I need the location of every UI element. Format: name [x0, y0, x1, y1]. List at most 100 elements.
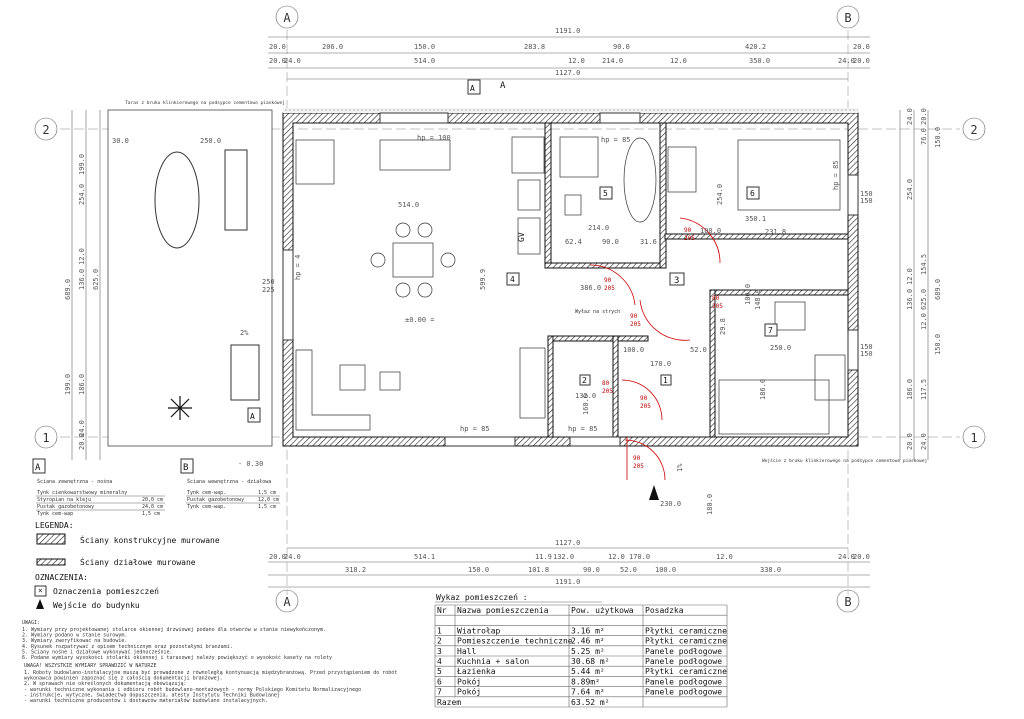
dimension-label: 225 [262, 286, 275, 294]
dimension-label: 186.0 [78, 374, 86, 395]
table-cell: Płytki ceramiczne [645, 667, 727, 676]
dimension-label: 20.0 [269, 553, 286, 561]
dimension-label: 30.0 [112, 137, 129, 145]
table-cell: 5 [437, 667, 442, 676]
note-item: 4. Rysunek rozpatrywać z opisem technicz… [22, 643, 233, 650]
dimension-label: 148.0 [754, 289, 762, 310]
table-cell: Panele podłogowe [645, 657, 722, 666]
dimension-label: 136.0 [906, 289, 914, 310]
dimension-label: B [183, 463, 188, 473]
dimension-label: 1127.0 [555, 69, 580, 77]
table-cell: 2.46 m² [571, 637, 605, 646]
dimension-label: Pustak gazobetonowy [187, 497, 244, 503]
dimension-label: 205 [633, 463, 644, 470]
axis-a-top: A [283, 11, 291, 25]
axis-markers: A B A B 2 2 1 1 [34, 5, 986, 613]
dimension-label: 199.0 [78, 154, 86, 175]
dimension-label: 100.0 [623, 346, 644, 354]
dimension-label: 24.0 [920, 433, 928, 450]
dimension-label: Tynk cem-wap [37, 511, 73, 517]
dimension-label: A [500, 81, 506, 91]
dimension-label: 90.0 [602, 238, 619, 246]
dimension-label: 214.0 [588, 224, 609, 232]
dimension-label: 24.0 [284, 553, 301, 561]
dimension-label: 154.5 [920, 254, 928, 275]
dimension-label: 136.0 [78, 269, 86, 290]
table-cell: 7.64 m² [571, 688, 605, 697]
dimension-label: 420.2 [745, 43, 766, 51]
furniture [295, 136, 846, 435]
dimension-label: 170.0 [629, 553, 650, 561]
dimension-label: 206.0 [322, 43, 343, 51]
dimension-label: 599.9 [479, 269, 487, 290]
dimension-label: Ściany konstrukcyjne murowane [80, 534, 220, 545]
dimension-label: 20.0 [920, 108, 928, 125]
dimension-label: 254.0 [78, 184, 86, 205]
table-header: Posadzka [645, 606, 684, 615]
dimension-label: 100.0 [655, 566, 676, 574]
dimension-label: 24.0 [906, 108, 914, 125]
dimension-label: Tynk cem-wap. [187, 490, 226, 496]
dimension-label: 90 [604, 277, 612, 284]
dimension-label: 20,0 cm [142, 497, 163, 503]
table-title: Wykaz pomieszczeń : [436, 593, 528, 602]
dimension-label: hp = 85 [460, 425, 490, 433]
dimension-label: 20.0 [78, 433, 86, 450]
table-cell: 3.16 m² [571, 626, 605, 635]
dimension-label: 24.0 [284, 57, 301, 65]
dimension-label: 230.0 [660, 500, 681, 508]
dimension-label: 150.0 [934, 127, 942, 148]
axis-a-bottom: A [283, 595, 291, 609]
dimension-label: 689.0 [64, 279, 72, 300]
entrance-icon [36, 599, 44, 609]
notes-title: UWAGI: [22, 620, 40, 626]
dimension-label: 150.0 [414, 43, 435, 51]
axis-b-top: B [844, 11, 851, 25]
dimension-label: hp = 100 [417, 134, 451, 142]
dimension-label: 205 [630, 321, 641, 328]
table-total-label: Razem [437, 698, 461, 707]
tree-icon [168, 396, 192, 420]
room-number-2: 2 [582, 376, 587, 385]
dimension-label: 186.0 [759, 379, 767, 400]
dimension-label: 20.0 [906, 433, 914, 450]
dimension-label: 90.0 [613, 43, 630, 51]
dimension-label: hp = 85 [601, 136, 631, 144]
entrance-arrow-icon [649, 485, 659, 500]
axis-2-right: 2 [970, 123, 977, 137]
dimension-label: Wyłaz na strych [575, 309, 620, 315]
dimension-label: 90 [640, 395, 648, 402]
table-cell: Łazienka [456, 667, 496, 676]
dimension-label: 76.0 [920, 128, 928, 145]
notes-title: UWAGA! WSZYSTKIE WYMIARY SPRAWDZIĆ W NAT… [24, 662, 156, 669]
dimension-label: 90 [630, 313, 638, 320]
dimension-label: 24.0 [838, 57, 855, 65]
dimension-label: hp = 4 [294, 255, 302, 280]
dimension-label: A [35, 463, 41, 473]
dimension-label: 52.0 [690, 346, 707, 354]
table-cell: Pomieszczenie techniczne [457, 637, 573, 646]
table-header: Nr [437, 606, 447, 615]
dimension-label: 250.0 [770, 344, 791, 352]
note-item: 1. Wymiary przy projektowanej stolarce o… [22, 626, 326, 633]
note-item: 2. Wymiary podano w stanie surowym. [22, 633, 127, 639]
table-cell: Pokój [457, 687, 481, 697]
dimension-label: 250.0 [200, 137, 221, 145]
dimension-label: 186.0 [906, 379, 914, 400]
note-item: - instrukcje, wytyczne, świadectwa dopus… [24, 691, 280, 698]
dimension-label: 12.0 [608, 553, 625, 561]
dimension-label: 689.0 [934, 279, 942, 300]
note-item: 3. Wymiary zweryfikować na budowie. [22, 637, 127, 644]
table-cell: Panele podłogowe [645, 677, 722, 686]
dimension-label: 100.0 [744, 284, 752, 305]
dimension-label: LEGENDA: [35, 521, 74, 530]
bottom-dimensions: 1127.0 20.0 24.0 514.1 11.9 132.0 12.0 1… [268, 539, 870, 588]
terrace: Taras z bruku klinkierowego na podsypce … [107, 100, 285, 447]
dimension-label: 150 [860, 197, 873, 205]
dimension-label: 11.9 [535, 553, 552, 561]
room-marker-symbol: × [38, 586, 43, 595]
dimension-label: 20.0 [853, 43, 870, 51]
table-cell: Hall [457, 647, 476, 656]
dimension-label: 12,0 cm [258, 497, 279, 503]
dimension-label: 150 [860, 190, 873, 198]
